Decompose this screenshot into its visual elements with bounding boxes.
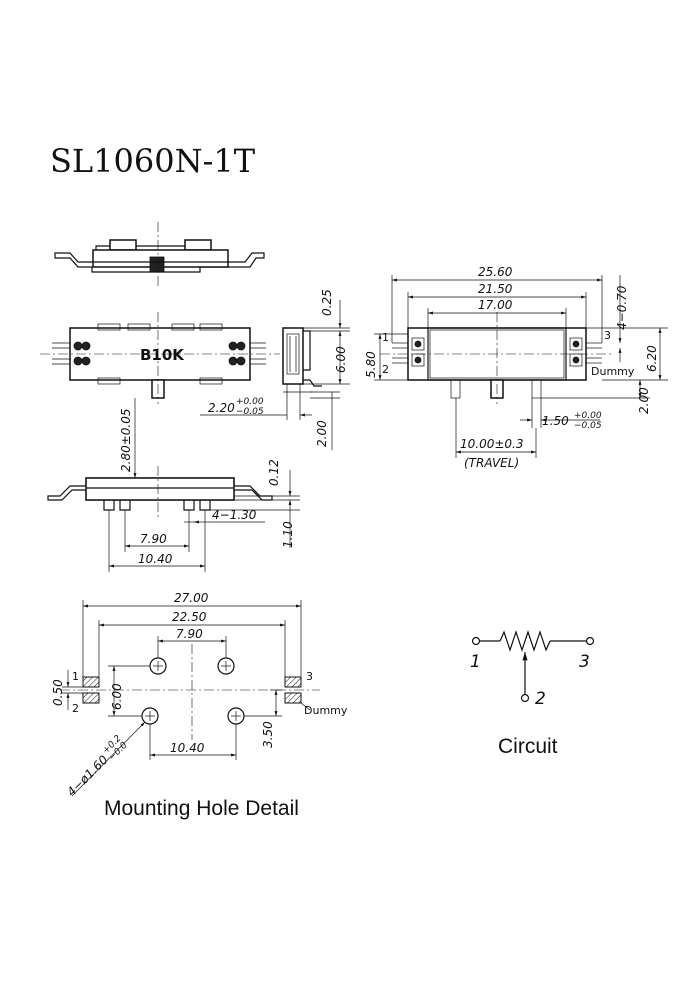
dim-10-40-mount: 10.40 [170, 741, 205, 755]
dim-1-50-tol-minus: −0.05 [574, 421, 602, 431]
dim-7-90-front: 7.90 [140, 532, 167, 546]
dim-5-80: 5.80 [364, 351, 378, 378]
dim-27-00: 27.00 [174, 591, 209, 605]
dim-1-50-tol-plus: +0.00 [574, 411, 602, 421]
dim-2-20-tol-minus: −0.05 [236, 407, 264, 417]
circuit-pin-1: 1 [470, 652, 481, 672]
dim-10-00-travel: 10.00±0.3 [460, 437, 524, 451]
marking-top-view: B10K [40, 312, 280, 404]
dim-6-00-mount: 6.00 [110, 683, 124, 710]
dummy-label: Dummy [591, 365, 635, 378]
dim-0-12: 0.12 [267, 459, 281, 486]
mount-pin-1: 1 [72, 670, 79, 683]
dim-6-00-side: 6.00 [334, 346, 348, 373]
circuit-pin-3: 3 [579, 652, 590, 672]
front-profile-view: 2.80±0.05 0.12 1.10 4−1.30 7.90 10.40 [47, 398, 300, 572]
part-number-title: SL1060N-1T [50, 142, 256, 180]
pin-3-label: 3 [604, 329, 611, 342]
dim-2-00-top: 2.00 [637, 387, 651, 414]
mounting-hole-detail: 27.00 22.50 7.90 0.50 6.00 3.50 10.40 4−… [51, 591, 348, 820]
dim-holes: 4−ø1.60 [64, 752, 111, 799]
mount-pin-3: 3 [306, 670, 313, 683]
pin-2-label: 2 [382, 363, 389, 376]
dim-2-20-tol-plus: +0.00 [236, 397, 264, 407]
circuit-caption: Circuit [498, 735, 558, 758]
dim-2-00-side: 2.00 [315, 420, 329, 447]
dim-4-0-70: 4−0.70 [615, 285, 629, 330]
top-profile-view [54, 222, 265, 288]
dim-1-10: 1.10 [281, 521, 295, 548]
dim-22-50: 22.50 [172, 610, 207, 624]
dim-2-20: 2.20 [208, 401, 235, 415]
mount-pin-2: 2 [72, 702, 79, 715]
mount-dummy: Dummy [304, 704, 348, 717]
dim-1-50: 1.50 [542, 414, 569, 428]
dim-0-25: 0.25 [320, 289, 334, 316]
mounting-caption: Mounting Hole Detail [104, 797, 299, 820]
dim-4-1-30: 4−1.30 [212, 508, 257, 522]
dim-3-50: 3.50 [261, 721, 275, 748]
circuit-pin-2: 2 [535, 689, 546, 709]
travel-label: (TRAVEL) [464, 456, 519, 470]
dim-6-20: 6.20 [645, 345, 659, 372]
dimensioned-top-view: 25.60 21.50 17.00 4−0.70 6.20 2.00 5.80 … [364, 265, 668, 470]
circuit-schematic: 1 3 2 Circuit [470, 630, 595, 758]
dim-17-00: 17.00 [478, 298, 513, 312]
dim-0-50: 0.50 [51, 679, 65, 706]
dim-21-50: 21.50 [478, 282, 513, 296]
resistance-marking: B10K [140, 346, 185, 364]
dim-10-40-front: 10.40 [138, 552, 173, 566]
dim-2-80: 2.80±0.05 [119, 409, 133, 473]
side-view: 0.25 6.00 2.20 +0.00 −0.05 2.00 [200, 289, 350, 450]
dim-7-90-mount: 7.90 [176, 627, 203, 641]
pin-1-label: 1 [382, 331, 389, 344]
dim-25-60: 25.60 [478, 265, 513, 279]
